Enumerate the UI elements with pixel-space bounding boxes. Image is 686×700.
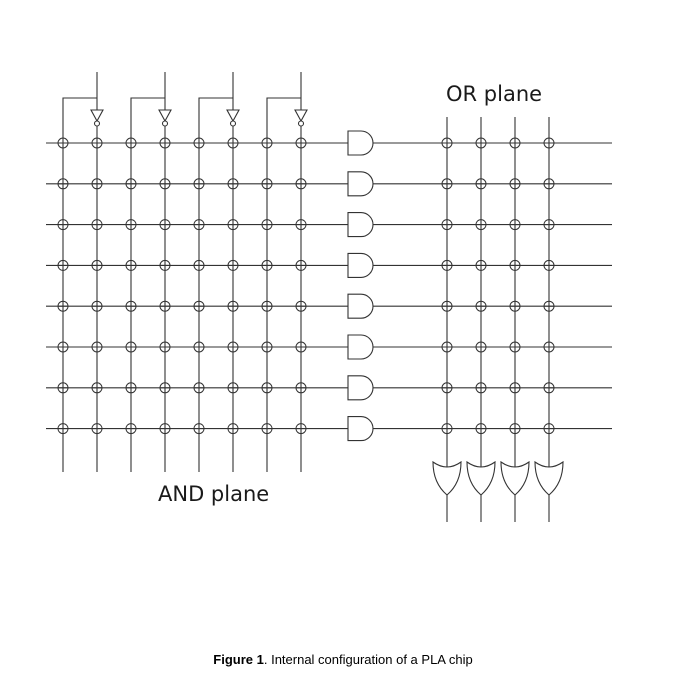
and-plane-label: AND plane <box>158 482 269 506</box>
and-gate-icon <box>347 334 374 360</box>
or-plane-label: OR plane <box>446 82 542 106</box>
and-gate-icon <box>347 252 374 278</box>
inverter-bubble-icon <box>229 120 237 127</box>
or-gate-icon <box>534 460 564 496</box>
and-gate-icon <box>347 171 374 197</box>
inverter-icon <box>294 109 308 123</box>
or-gates <box>432 460 564 522</box>
figure-caption: Figure 1. Internal configuration of a PL… <box>0 652 686 667</box>
input-true-rail <box>266 97 301 472</box>
inverter-bubble-icon <box>297 120 305 127</box>
or-gate-icon <box>432 460 462 496</box>
and-gate-icon <box>347 130 374 156</box>
or-gate-icon <box>500 460 530 496</box>
figure-caption-text: . Internal configuration of a PLA chip <box>263 652 473 667</box>
figure-caption-number: Figure 1 <box>213 652 264 667</box>
or-gate-icon <box>466 460 496 496</box>
inverter-icon <box>158 109 172 123</box>
and-gate-icon <box>347 416 374 442</box>
inverter-bubble-icon <box>93 120 101 127</box>
input-true-rail <box>130 97 165 472</box>
inverter-bubble-icon <box>161 120 169 127</box>
and-gate-icon <box>347 212 374 238</box>
input-true-rail <box>198 97 233 472</box>
and-plane <box>46 72 348 472</box>
or-plane <box>441 117 555 470</box>
inverter-icon <box>226 109 240 123</box>
and-gate-icon <box>347 293 374 319</box>
input-true-rail <box>62 97 97 472</box>
inverter-icon <box>90 109 104 123</box>
and-gates <box>347 130 612 442</box>
and-gate-icon <box>347 375 374 401</box>
